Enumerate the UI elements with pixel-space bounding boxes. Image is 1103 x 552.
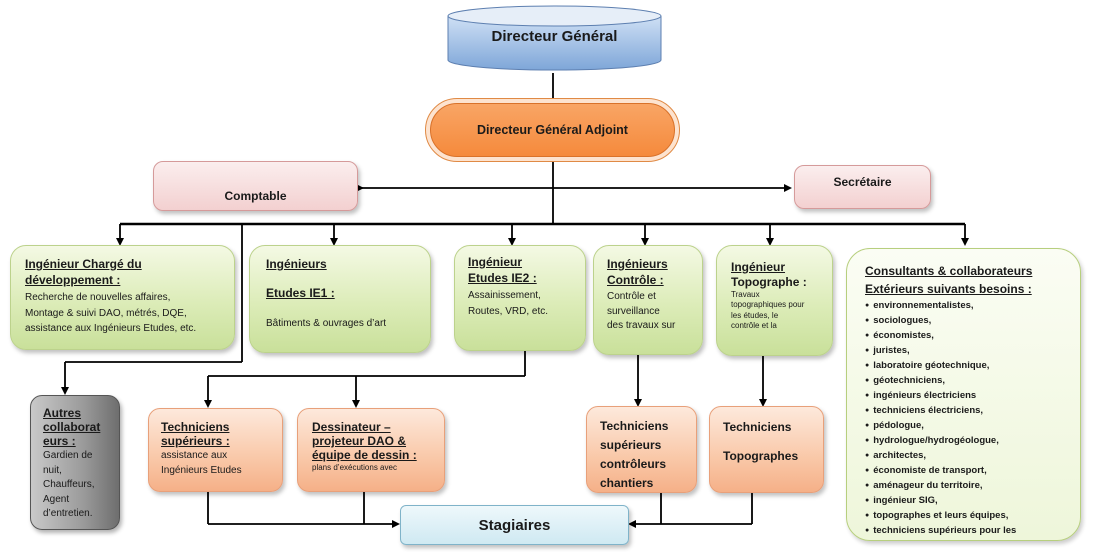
autres-line: Agent (43, 493, 70, 505)
ingenieur-developpement-line: assistance aux Ingénieurs Etudes, etc. (25, 323, 197, 334)
techsup-line: Ingénieurs Etudes (161, 464, 242, 476)
ingenieur-developpement-line: Recherche de nouvelles affaires, (25, 292, 171, 303)
autres-collaborateurs-node[interactable]: Autres collaborat eurs : Gardien de nuit… (30, 395, 120, 530)
techctrl-text: Techniciens supérieurs contrôleurs chant… (600, 417, 696, 492)
ingenieurs-controle-node[interactable]: Ingénieurs Contrôle : Contrôle et survei… (593, 245, 703, 355)
ie2-title-2: Etudes IE2 : (468, 271, 537, 285)
directeur-general-label: Directeur Général (491, 28, 618, 45)
ingenieur-etudes-ie2-node[interactable]: Ingénieur Etudes IE2 : Assainissement, R… (454, 245, 586, 351)
topographe-line: contrôle et la (731, 321, 777, 331)
topographe-line: Travaux (731, 290, 760, 299)
consultant-item: topographes et leurs équipes, (865, 509, 1080, 524)
topographe-title-1: Ingénieur (731, 260, 786, 274)
controle-body: Contrôle et surveillance des travaux sur (607, 290, 702, 334)
consultant-item: techniciens supérieurs pour les (865, 524, 1080, 539)
techctrl-line: chantiers (600, 476, 654, 490)
techniciens-topographes-node[interactable]: Techniciens Topographes (709, 406, 824, 493)
dessinateur-body: plans d’exécutions avec (312, 463, 397, 472)
ie2-line: Assainissement, (468, 290, 541, 301)
consultant-item: économistes, (865, 329, 1080, 344)
consultant-item: ingénieurs électriciens (865, 389, 1080, 404)
ie1-body: Bâtiments & ouvrages d’art (266, 318, 387, 329)
ingenieur-developpement-title-2: développement : (25, 273, 121, 287)
autres-line: nuit, (43, 464, 62, 476)
dga-inner-pill: Directeur Général Adjoint (430, 103, 675, 157)
techsup-line: assistance aux (161, 450, 228, 461)
topographe-body: Travaux topographiques pour les études, … (731, 290, 832, 332)
techctrl-line: Techniciens (600, 419, 669, 433)
cylinder-shape (447, 5, 662, 71)
consultant-item: juristes, (865, 344, 1080, 359)
comptable-node[interactable]: Comptable (153, 161, 358, 211)
dessinateur-title-1: Dessinateur – (312, 420, 391, 434)
consultant-item: aménageur du territoire, (865, 479, 1080, 494)
consultants-title-1: Consultants & collaborateurs (865, 264, 1033, 278)
consultant-item: hydrologue/hydrogéologue, (865, 434, 1080, 449)
techtopo-line-1: Techniciens (723, 420, 792, 434)
techctrl-line: supérieurs (600, 438, 662, 452)
dessinateur-node[interactable]: Dessinateur – projeteur DAO & équipe de … (297, 408, 445, 492)
techctrl-line: contrôleurs (600, 457, 667, 471)
techtopo-line-2: Topographes (723, 449, 799, 463)
ie1-title-2: Etudes IE1 : (266, 286, 335, 300)
techniciens-superieurs-node[interactable]: Techniciens supérieurs : assistance aux … (148, 408, 283, 492)
ingenieur-topographe-node[interactable]: Ingénieur Topographe : Travaux topograph… (716, 245, 833, 356)
topographe-title-2: Topographe : (731, 275, 807, 289)
controle-line: Contrôle et (607, 291, 656, 302)
stagiaires-label: Stagiaires (478, 516, 551, 534)
controle-line: des travaux sur (607, 320, 676, 331)
secretaire-label: Secrétaire (833, 175, 892, 189)
ie2-body: Assainissement, Routes, VRD, etc. (468, 288, 585, 319)
consultant-item: ingénieur SIG, (865, 494, 1080, 509)
stagiaires-node[interactable]: Stagiaires (400, 505, 629, 545)
consultant-item: sociologues, (865, 314, 1080, 329)
consultant-item: laboratoire géotechnique, (865, 359, 1080, 374)
techsup-title-1: Techniciens (161, 420, 230, 434)
controle-title-1: Ingénieurs (607, 257, 668, 271)
dessinateur-title-2: projeteur DAO & (312, 434, 407, 448)
ingenieur-developpement-body: Recherche de nouvelles affaires, Montage… (25, 290, 234, 337)
autres-title-2: collaborat (43, 420, 101, 434)
techsup-title-2: supérieurs : (161, 434, 230, 448)
dessinateur-title-3: équipe de dessin : (312, 448, 417, 462)
ingenieur-developpement-line: Montage & suivi DAO, métrés, DQE, (25, 307, 187, 319)
directeur-general-adjoint-label: Directeur Général Adjoint (477, 123, 628, 137)
consultants-node[interactable]: Consultants & collaborateurs Extérieurs … (846, 248, 1081, 541)
consultants-title-2: Extérieurs suivants besoins : (865, 282, 1032, 296)
controle-title-2: Contrôle : (607, 273, 664, 287)
autres-line: Chauffeurs, (43, 479, 95, 490)
techniciens-controleurs-node[interactable]: Techniciens supérieurs contrôleurs chant… (586, 406, 697, 493)
consultant-item: géotechniciens, (865, 374, 1080, 389)
consultants-list: environnementalistes, sociologues, écono… (865, 299, 1080, 539)
ingenieur-developpement-title-1: Ingénieur Chargé du (25, 257, 142, 271)
autres-line: Gardien de (43, 450, 93, 461)
ie2-line: Routes, VRD, etc. (468, 305, 549, 317)
autres-line: d’entretien. (43, 508, 93, 519)
autres-title-3: eurs : (43, 434, 76, 448)
consultant-item: architectes, (865, 449, 1080, 464)
ingenieurs-etudes-ie1-node[interactable]: Ingénieurs Etudes IE1 : Bâtiments & ouvr… (249, 245, 431, 353)
autres-title-1: Autres (43, 406, 82, 420)
directeur-general-adjoint-node[interactable]: Directeur Général Adjoint (425, 98, 680, 162)
ie2-title-1: Ingénieur (468, 255, 523, 269)
secretaire-node[interactable]: Secrétaire (794, 165, 931, 209)
autres-title-3-wrap: eurs : (43, 434, 119, 448)
techsup-body: assistance aux Ingénieurs Etudes (161, 449, 282, 478)
topographe-line: les études, le (731, 310, 779, 320)
consultant-item: pédologue, (865, 419, 1080, 434)
ingenieur-developpement-title-2-wrap: développement : (25, 273, 234, 287)
ingenieur-developpement-node[interactable]: Ingénieur Chargé du développement : Rech… (10, 245, 235, 350)
directeur-general-node[interactable]: Directeur Général (447, 4, 662, 72)
consultant-item: environnementalistes, (865, 299, 1080, 314)
autres-body: Gardien de nuit, Chauffeurs, Agent d’ent… (43, 449, 119, 522)
consultant-item: économiste de transport, (865, 464, 1080, 479)
comptable-label: Comptable (224, 189, 287, 203)
topographe-line: topographiques pour (731, 300, 805, 310)
controle-line: surveillance (607, 305, 660, 317)
consultant-item: techniciens électriciens, (865, 404, 1080, 419)
ie1-title-1: Ingénieurs (266, 257, 327, 271)
